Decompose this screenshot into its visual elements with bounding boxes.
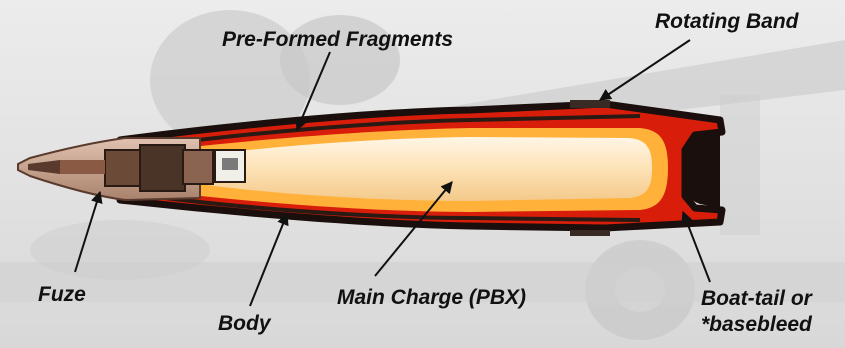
label-pre-formed-fragments: Pre-Formed Fragments: [222, 28, 453, 51]
label-boat-tail-line1: Boat-tail or: [701, 287, 812, 310]
label-rotating-band: Rotating Band: [655, 10, 798, 33]
label-fuze: Fuze: [38, 283, 86, 306]
label-body: Body: [218, 312, 271, 335]
label-boat-tail-line2: *basebleed: [701, 313, 812, 336]
label-main-charge: Main Charge (PBX): [337, 286, 526, 309]
rotating-band: [570, 100, 610, 108]
